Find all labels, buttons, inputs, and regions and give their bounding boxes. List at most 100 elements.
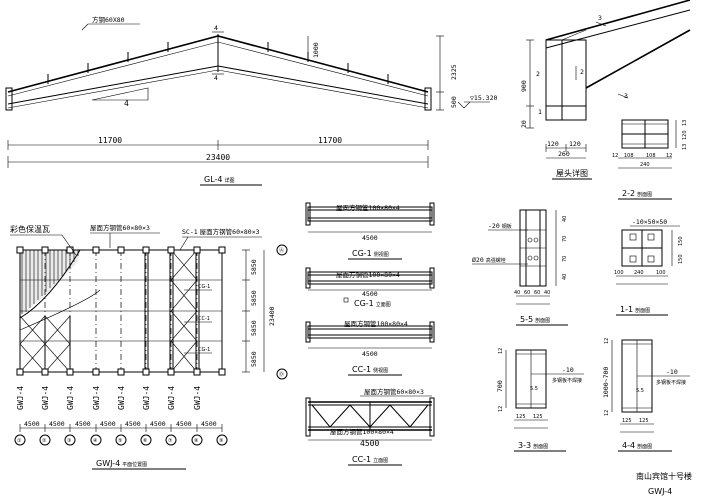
frame-label: GWJ-4 — [193, 386, 202, 410]
sec22-v1: 13 — [682, 120, 688, 126]
gl4-dim-right: 11700 — [318, 136, 342, 145]
gl4-slope: 4 — [124, 99, 129, 108]
cc1a-dim: 4500 — [362, 350, 378, 358]
joint-mark-1: 1 — [538, 108, 542, 116]
section-4-4: 1000~700 12 12 5.5 -10 多钢板不焊接 125 125 4-… — [602, 338, 690, 452]
joint-mark-2b: 2 — [580, 68, 584, 76]
cg1b-dim: 4500 — [362, 290, 378, 298]
axis-label: ⑤ — [118, 438, 122, 444]
gl4-dim-left: 11700 — [98, 136, 122, 145]
sec11-v2: 150 — [678, 254, 684, 264]
gl4-elevation-mark: ▽15.320 — [470, 94, 497, 102]
side-dim: 5850 — [250, 290, 258, 306]
frame-label: GWJ-4 — [167, 386, 176, 410]
sec55-dim: 60 — [534, 290, 540, 296]
sec22-d2: 108 — [624, 153, 634, 159]
cg-label-b: CG-1 — [198, 347, 210, 353]
axis-label: ① — [17, 438, 22, 444]
bay-dim: 4500 — [100, 420, 116, 428]
sec44-plate-note: 多钢板不焊接 — [656, 379, 686, 386]
side-dim: 5850 — [250, 320, 258, 336]
cc-label-a: CC-1 — [198, 316, 210, 322]
sec55-dim: 40 — [514, 290, 520, 296]
joint-detail: 900 20 2 2 1 3 3 120 120 260 屋头详图 — [520, 0, 691, 180]
sec33-mark: 5.5 — [530, 386, 538, 392]
title-block: 南山宾馆十号楼 GWJ-4 — [636, 471, 692, 496]
sec22-d3: 108 — [646, 153, 656, 159]
sec55-vdim: 40 — [562, 216, 568, 222]
axis-label: ③ — [67, 438, 71, 444]
joint-dim-120b: 120 — [569, 140, 581, 148]
joint-mark-2a: 2 — [536, 70, 540, 78]
frame-label: GWJ-4 — [92, 386, 101, 410]
project-name: 南山宾馆十号楼 — [636, 471, 692, 481]
sec55-vdim: 70 — [562, 256, 568, 262]
sec22-d1: 12 — [612, 153, 618, 159]
drawing-number: GWJ-4 — [648, 487, 672, 496]
axis-bubbles: ① ② ③ ④ ⑤ ⑥ ⑦ ⑧ ⑨ — [14, 434, 228, 446]
axis-top: Ⓐ — [279, 247, 284, 254]
cc1b-dim: 4500 — [360, 439, 379, 448]
side-dim: 5850 — [250, 351, 258, 367]
axis-bottom: Ⓓ — [279, 371, 284, 378]
frame-labels: GWJ-4 GWJ-4 GWJ-4 GWJ-4 GWJ-4 GWJ-4 GWJ-… — [16, 386, 202, 410]
joint-dim-20: 20 — [520, 120, 528, 128]
cc1b-label-bot: 屋面方钢管100×80×4 — [330, 427, 394, 436]
side-dim-total: 23400 — [268, 306, 276, 326]
gl4-dim-h1: 1000 — [312, 42, 320, 58]
axis-label: ⑦ — [168, 438, 173, 444]
sec11-v1: 150 — [678, 236, 684, 246]
frame-label: GWJ-4 — [66, 386, 75, 410]
sec44-t12b: 12 — [604, 410, 610, 416]
sec33-plate-note: 多钢板不焊接 — [552, 377, 582, 384]
sec11-d1: 100 — [614, 270, 624, 276]
roof-label: 彩色保温瓦 — [10, 224, 50, 234]
frame-label: GWJ-4 — [16, 386, 25, 410]
plan-top-label: 屋面方钢管60×80×3 — [90, 223, 150, 232]
axis-label: ② — [42, 438, 47, 444]
joint-dim-900: 900 — [520, 80, 528, 92]
cc1a-label: 屋面方钢管100×80×4 — [344, 319, 408, 328]
cg1b-label: 屋面方钢管100×80×4 — [336, 270, 400, 279]
gl4-dim-h2: 2325 — [450, 64, 458, 80]
joint-dim-120a: 120 — [547, 140, 559, 148]
cg-label-a: CG-1 — [198, 284, 210, 290]
sec55-vdim: 70 — [562, 236, 568, 242]
sec11-d3: 100 — [656, 270, 666, 276]
sec33-height: 700 — [496, 380, 504, 392]
joint-title: 屋头详图 — [556, 168, 588, 178]
sec11-spec: -10×50×50 — [632, 218, 667, 226]
sec44-w2: 125 — [639, 418, 649, 424]
gl4-mark-b: 4 — [214, 74, 218, 82]
sec44-w1: 125 — [622, 418, 632, 424]
axis-label: ④ — [93, 438, 98, 444]
bay-dim: 4500 — [49, 420, 65, 428]
gl4-dim-total: 23400 — [206, 153, 230, 162]
sec33-t12b: 12 — [498, 406, 504, 412]
side-dim: 5850 — [250, 259, 258, 275]
bay-dim: 4500 — [176, 420, 192, 428]
joint-mark-3a: 3 — [598, 14, 602, 22]
sec22-v2: 120 — [682, 130, 688, 140]
axis-label: ⑥ — [143, 438, 148, 444]
cc1b-label-top: 屋面方钢管60×80×3 — [364, 387, 424, 396]
sec44-mark: 5.5 — [636, 388, 644, 394]
cg1a-dim: 4500 — [362, 234, 378, 242]
